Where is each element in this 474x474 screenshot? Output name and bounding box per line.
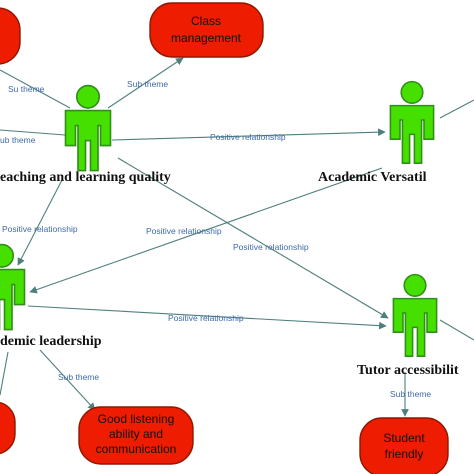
oval-good-listening: Good listening ability and communication bbox=[78, 406, 194, 465]
oval-top-left-partial bbox=[0, 7, 21, 65]
class-management-line1: Class bbox=[191, 14, 221, 28]
edge-leadership-to-good-listening bbox=[39, 349, 96, 411]
edge-label-positive-left: Positive relationship bbox=[2, 224, 78, 234]
edge-teaching-to-leadership bbox=[17, 179, 63, 266]
node-label-leadership: demic leadership bbox=[0, 334, 102, 349]
edge-label-sub-theme-bottom-left: Sub theme bbox=[58, 372, 99, 382]
edge-label-positive-middle: Positive relationship bbox=[146, 226, 222, 236]
class-management-line2: management bbox=[171, 31, 242, 45]
person-icon-versatility bbox=[389, 80, 435, 164]
edge-teaching-to-top-left-theme bbox=[0, 69, 71, 109]
edge-teaching-to-left-theme bbox=[0, 129, 66, 136]
student-friendly-line2: friendly bbox=[385, 447, 424, 461]
node-label-teaching: eaching and learning quality bbox=[0, 170, 171, 185]
edge-leadership-to-tutor bbox=[27, 305, 387, 330]
edge-labels: Su theme Sub theme ub theme Positive rel… bbox=[0, 79, 431, 399]
person-icon-teaching bbox=[64, 84, 112, 172]
oval-student-friendly: Student friendly bbox=[359, 417, 449, 474]
person-icon-tutor bbox=[392, 273, 438, 357]
edge-teaching-to-class-management bbox=[107, 57, 184, 109]
edges bbox=[0, 57, 474, 417]
node-label-versatility: Academic Versatil bbox=[318, 170, 427, 185]
edge-label-sub-theme-left: ub theme bbox=[0, 135, 36, 145]
oval-class-management: Class management bbox=[149, 2, 264, 58]
edge-leadership-to-bottom-left-theme bbox=[0, 351, 9, 396]
node-label-tutor: Tutor accessibilit bbox=[357, 363, 459, 378]
person-icon-leadership bbox=[0, 243, 26, 331]
edge-tutor-to-right bbox=[439, 319, 474, 341]
edge-teaching-to-tutor bbox=[117, 157, 389, 319]
edge-versatility-to-leadership bbox=[29, 167, 383, 294]
edge-label-positive-bottom: Positive relationship bbox=[168, 313, 244, 323]
edge-label-su-theme: Su theme bbox=[8, 84, 45, 94]
oval-bottom-left-partial bbox=[0, 401, 16, 455]
edge-versatility-to-right bbox=[439, 99, 474, 119]
good-listening-line2: ability and bbox=[109, 427, 163, 441]
node-labels: eaching and learning quality Academic Ve… bbox=[0, 170, 459, 378]
good-listening-line1: Good listening bbox=[98, 412, 175, 426]
subtheme-ovals: Class management Good listening ability … bbox=[0, 2, 449, 474]
edge-label-sub-theme-top: Sub theme bbox=[127, 79, 168, 89]
edge-label-positive-right: Positive relationship bbox=[233, 242, 309, 252]
edge-teaching-to-versatility bbox=[111, 128, 386, 141]
edge-label-sub-theme-bottom-right: Sub theme bbox=[390, 389, 431, 399]
student-friendly-line1: Student bbox=[383, 431, 425, 445]
edge-label-positive-top: Positive relationship bbox=[210, 132, 286, 142]
good-listening-line3: communication bbox=[96, 442, 177, 456]
